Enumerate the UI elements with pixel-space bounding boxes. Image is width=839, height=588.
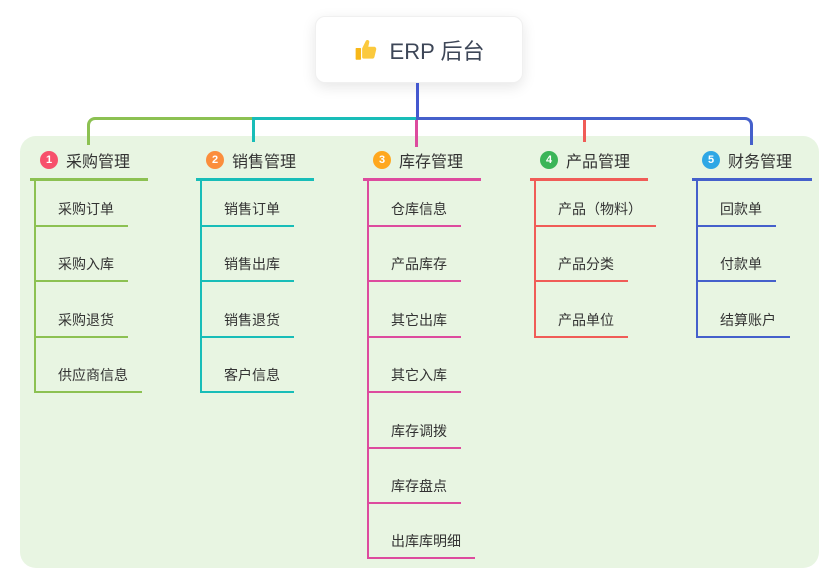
child-node[interactable]: 产品（物料）: [534, 199, 656, 227]
branch-child-rail: [34, 179, 36, 393]
connector-branch-2-drop: [252, 120, 255, 142]
branch-child-rail: [367, 179, 369, 559]
branch-title-3[interactable]: 3 库存管理: [363, 148, 481, 181]
child-node[interactable]: 采购退货: [34, 310, 128, 338]
branch-number-badge: 5: [702, 151, 720, 169]
child-node[interactable]: 客户信息: [200, 365, 294, 393]
child-node[interactable]: 产品库存: [367, 254, 461, 282]
connector-branch-5: [416, 117, 753, 145]
child-node[interactable]: 销售出库: [200, 254, 294, 282]
branch-title-label: 产品管理: [566, 154, 631, 171]
branch-title-label: 财务管理: [728, 154, 793, 171]
branch-title-5[interactable]: 5 财务管理: [692, 148, 812, 181]
child-node[interactable]: 销售退货: [200, 310, 294, 338]
root-node[interactable]: ERP 后台: [315, 16, 523, 83]
child-node[interactable]: 其它出库: [367, 310, 461, 338]
child-node[interactable]: 采购入库: [34, 254, 128, 282]
branch-number-badge: 4: [540, 151, 558, 169]
child-node[interactable]: 采购订单: [34, 199, 128, 227]
connector-branch-1: [87, 117, 255, 145]
connector-branch-4-drop: [583, 120, 586, 142]
child-node[interactable]: 产品单位: [534, 310, 628, 338]
branch-child-rail: [534, 179, 536, 338]
branch-title-label: 采购管理: [66, 154, 131, 171]
branch-title-label: 销售管理: [232, 154, 297, 171]
child-node[interactable]: 库存盘点: [367, 476, 461, 504]
child-node[interactable]: 出库库明细: [367, 531, 475, 559]
child-node[interactable]: 销售订单: [200, 199, 294, 227]
thumbs-up-icon: [354, 37, 380, 63]
child-node[interactable]: 仓库信息: [367, 199, 461, 227]
child-node[interactable]: 回款单: [696, 199, 776, 227]
connector-branch-2: [252, 117, 416, 120]
child-node[interactable]: 产品分类: [534, 254, 628, 282]
branch-child-rail: [200, 179, 202, 393]
connector-branch-3-drop: [415, 120, 418, 147]
child-node[interactable]: 结算账户: [696, 310, 790, 338]
root-connector-line: [416, 83, 419, 117]
child-node[interactable]: 其它入库: [367, 365, 461, 393]
child-node[interactable]: 库存调拨: [367, 421, 461, 449]
branch-title-2[interactable]: 2 销售管理: [196, 148, 314, 181]
branch-number-badge: 3: [373, 151, 391, 169]
branch-number-badge: 2: [206, 151, 224, 169]
child-node[interactable]: 付款单: [696, 254, 776, 282]
branch-number-badge: 1: [40, 151, 58, 169]
branch-title-4[interactable]: 4 产品管理: [530, 148, 648, 181]
root-label: ERP 后台: [389, 38, 485, 64]
branch-child-rail: [696, 179, 698, 338]
branch-title-1[interactable]: 1 采购管理: [30, 148, 148, 181]
branch-title-label: 库存管理: [399, 154, 464, 171]
mindmap-canvas: [20, 136, 819, 568]
child-node[interactable]: 供应商信息: [34, 365, 142, 393]
